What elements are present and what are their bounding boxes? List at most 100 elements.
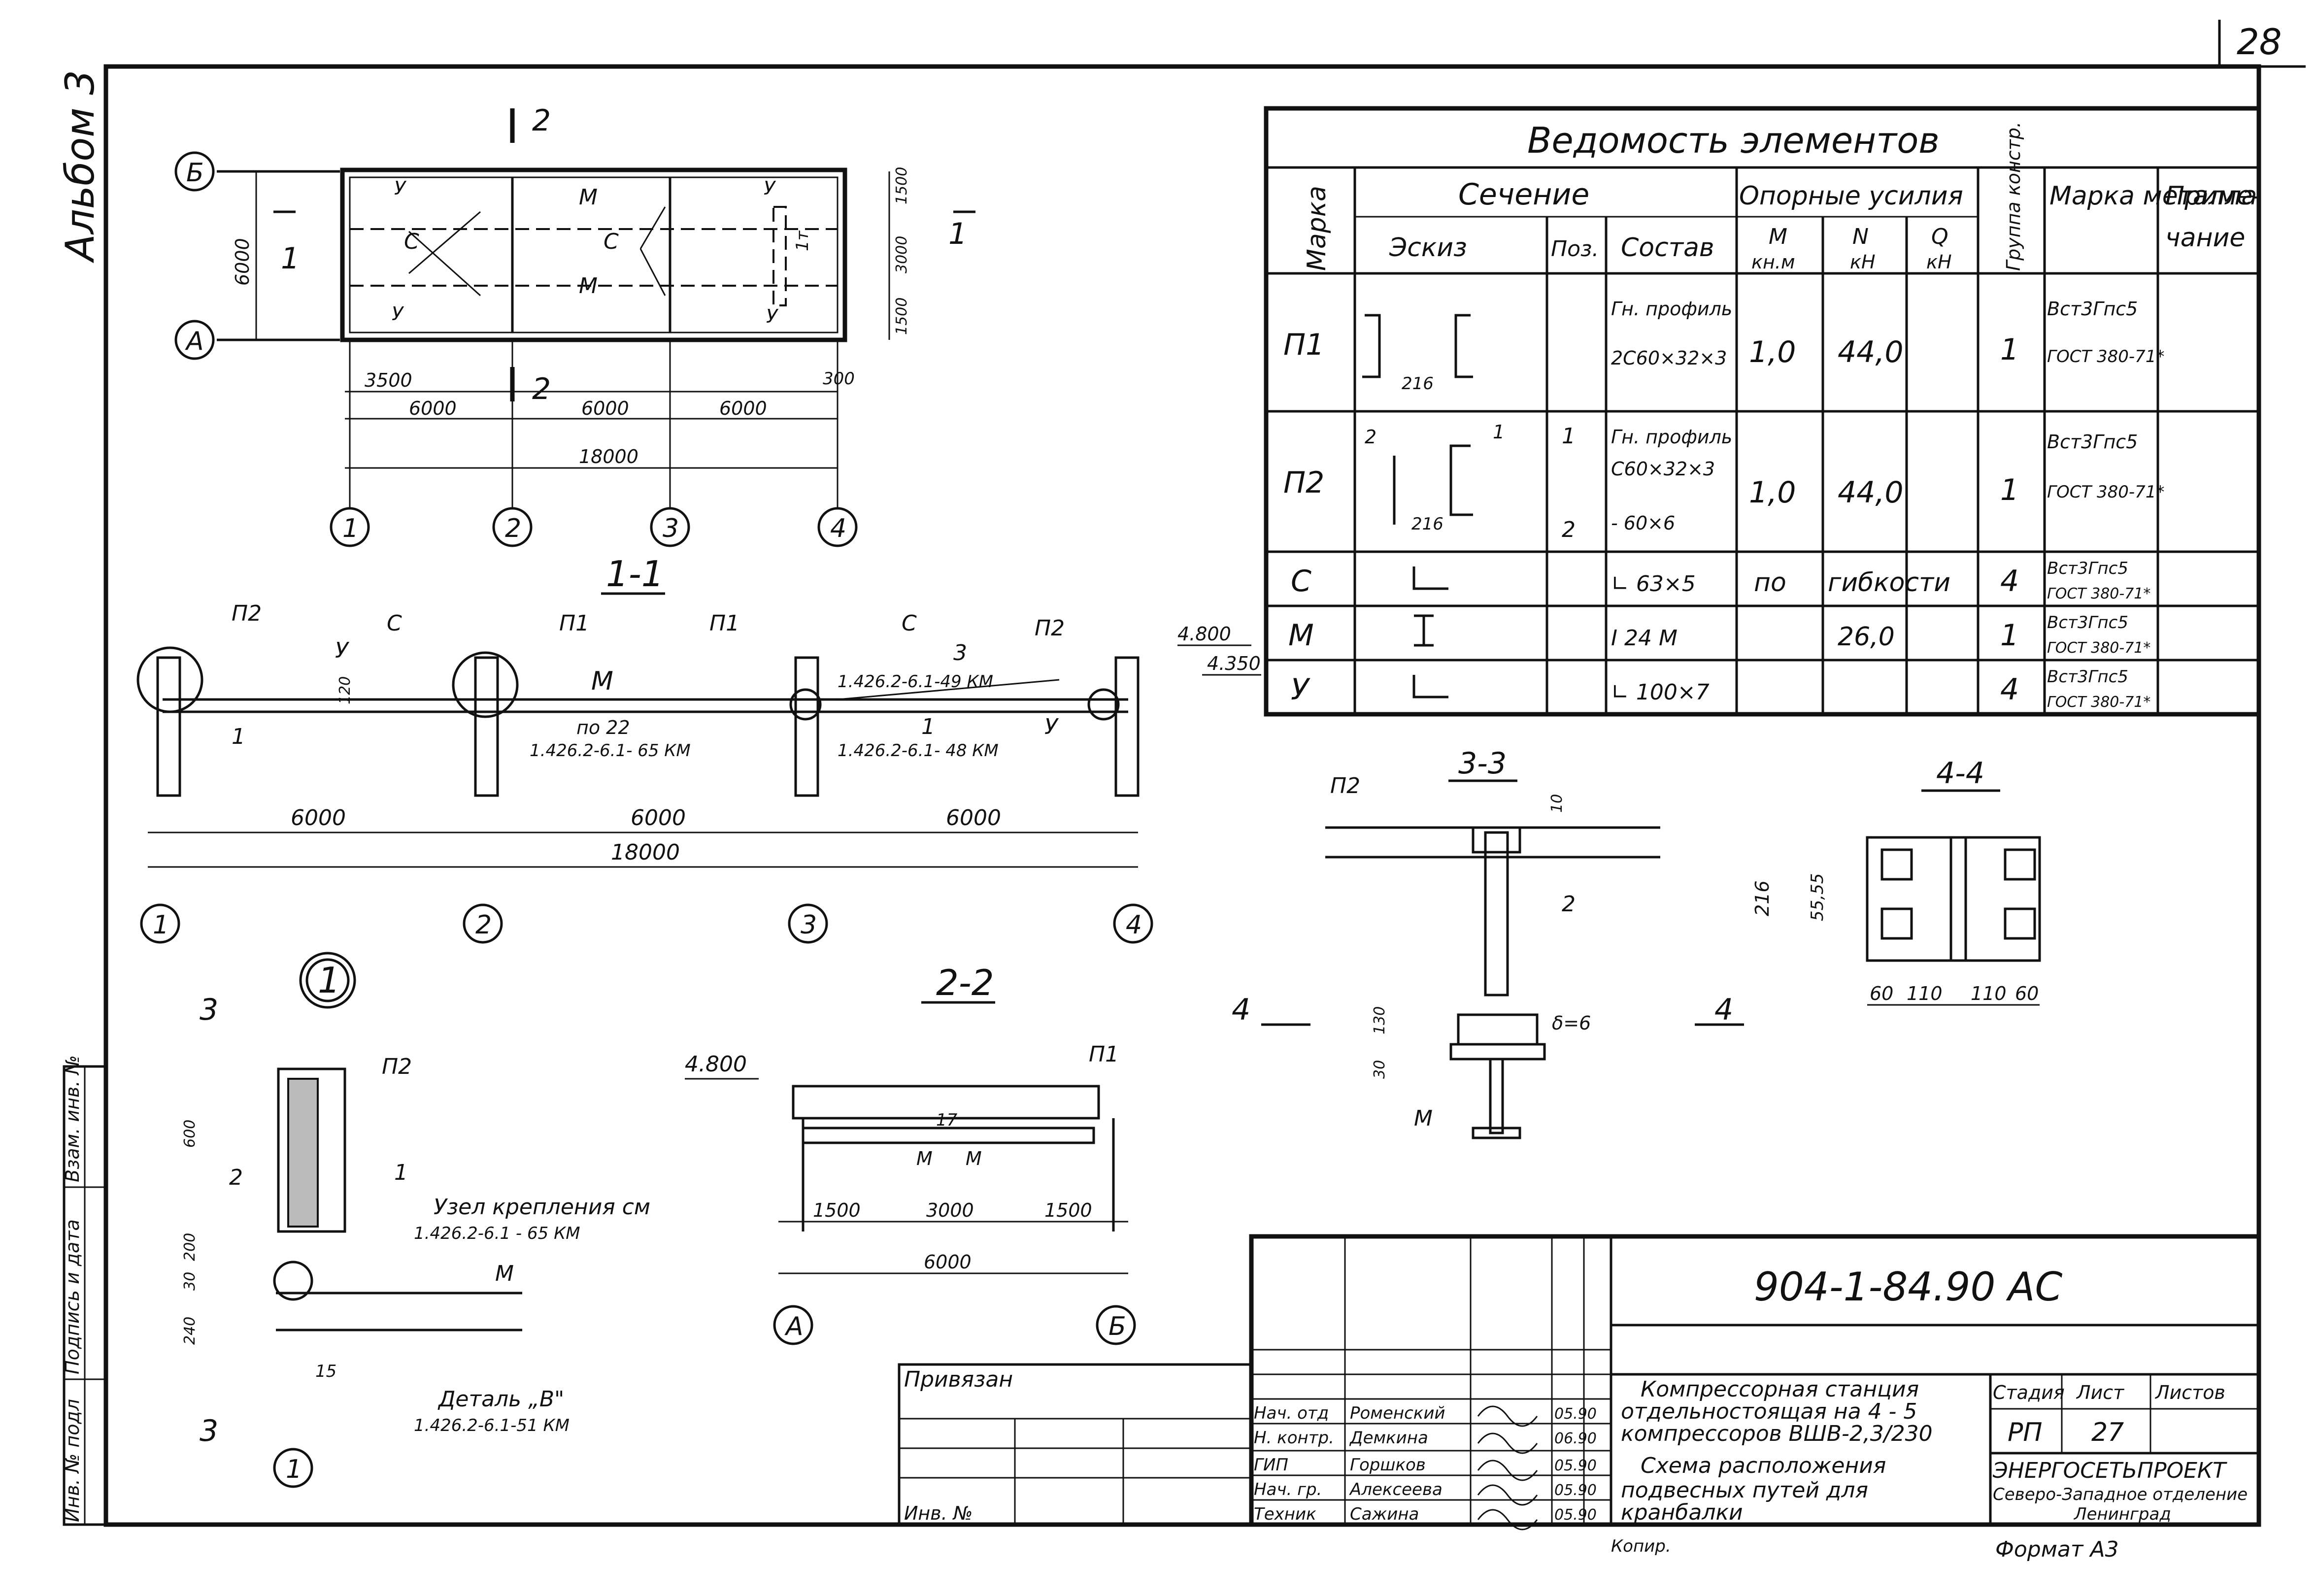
signature-1 (1477, 1405, 1538, 1427)
svg-text:Вст3Гпс5: Вст3Гпс5 (2047, 559, 2128, 578)
svg-text:1: 1 (948, 217, 967, 251)
svg-text:30: 30 (1371, 1060, 1388, 1079)
svg-text:Вст3Гпс5: Вст3Гпс5 (2047, 298, 2138, 320)
svg-text:ГОСТ 380-71*: ГОСТ 380-71* (2047, 694, 2150, 711)
svg-text:120: 120 (336, 676, 354, 704)
svg-text:П2: П2 (232, 601, 262, 626)
svg-text:Марка: Марка (1302, 186, 1332, 271)
svg-text:06.90: 06.90 (1554, 1430, 1597, 1447)
svg-text:Группа констр.: Группа констр. (2003, 122, 2024, 271)
svg-text:1500: 1500 (893, 298, 910, 335)
svg-text:компрессоров ВШВ-2,3/230: компрессоров ВШВ-2,3/230 (1621, 1421, 1933, 1446)
svg-text:Вст3Гпс5: Вст3Гпс5 (2047, 613, 2128, 632)
svg-text:1: 1 (2000, 332, 2019, 367)
svg-text:1500: 1500 (893, 167, 910, 204)
svg-text:∟ 63×5: ∟ 63×5 (1611, 571, 1696, 597)
svg-text:У: У (394, 177, 407, 199)
svg-text:4: 4 (830, 514, 846, 543)
svg-text:05.90: 05.90 (1554, 1482, 1597, 1499)
svg-text:3-3: 3-3 (1458, 746, 1507, 781)
svg-text:Эскиз: Эскиз (1389, 233, 1467, 263)
svg-text:Формат А3: Формат А3 (1995, 1537, 2119, 1562)
svg-text:М: М (1769, 224, 1787, 249)
svg-text:Состав: Состав (1621, 233, 1714, 263)
svg-text:1: 1 (394, 1160, 408, 1185)
svg-text:М: М (495, 1261, 514, 1286)
svg-text:3: 3 (953, 640, 967, 665)
svg-text:2: 2 (1365, 426, 1376, 448)
svg-text:П1: П1 (1089, 1042, 1119, 1067)
svg-text:4: 4 (1126, 910, 1142, 940)
svg-text:4: 4 (2000, 564, 2019, 598)
svg-text:чание: чание (2165, 223, 2245, 253)
svg-text:М: М (579, 185, 598, 210)
svg-text:Б: Б (1108, 1312, 1126, 1341)
section-1-1: 1-1 П2 С П1 П1 С П2 У М 3 1.426.2-6.1-49… (136, 553, 1261, 944)
svg-text:Нач. гр.: Нач. гр. (1254, 1480, 1322, 1499)
svg-text:П2: П2 (382, 1054, 412, 1079)
svg-text:по 22: по 22 (576, 717, 630, 738)
svg-text:Сечение: Сечение (1458, 177, 1589, 212)
svg-text:1.426.2-6.1- 65 КМ: 1.426.2-6.1- 65 КМ (530, 741, 691, 761)
svg-text:3500: 3500 (365, 369, 412, 391)
svg-text:Вст3Гпс5: Вст3Гпс5 (2047, 431, 2138, 453)
svg-text:Марка металла: Марка металла (2049, 181, 2257, 211)
svg-text:30: 30 (181, 1272, 199, 1291)
svg-text:Стадия: Стадия (1993, 1382, 2065, 1403)
svg-text:I 24 М: I 24 М (1611, 626, 1678, 651)
svg-text:Северо-Западное отделение: Северо-Западное отделение (1993, 1485, 2248, 1504)
svg-text:гибкости: гибкости (1828, 568, 1950, 598)
svg-text:2-2: 2-2 (936, 962, 994, 1003)
svg-text:У: У (392, 303, 404, 325)
svg-text:2: 2 (532, 103, 551, 138)
svg-text:1.426.2-6.1- 48 КМ: 1.426.2-6.1- 48 КМ (838, 741, 999, 761)
plan-axis-b: Б (186, 158, 204, 188)
svg-text:Гн. профиль: Гн. профиль (1611, 426, 1732, 448)
svg-text:М: М (966, 1148, 982, 1169)
svg-text:Сажина: Сажина (1350, 1504, 1419, 1524)
svg-text:кН: кН (1850, 251, 1876, 273)
svg-text:4: 4 (2000, 672, 2019, 707)
svg-text:1: 1 (2000, 473, 2019, 507)
signature-2 (1477, 1432, 1538, 1454)
svg-text:6000: 6000 (232, 238, 253, 286)
svg-text:δ=6: δ=6 (1552, 1012, 1591, 1034)
svg-text:С60×32×3: С60×32×3 (1611, 458, 1715, 480)
svg-text:ГОСТ 380-71*: ГОСТ 380-71* (2047, 639, 2150, 657)
svg-text:Нач. отд: Нач. отд (1254, 1403, 1329, 1423)
svg-text:27: 27 (2091, 1418, 2124, 1447)
svg-text:1,0: 1,0 (1749, 335, 1796, 369)
svg-text:Деталь „В": Деталь „В" (437, 1387, 564, 1412)
svg-text:1.426.2-6.1-51 КМ: 1.426.2-6.1-51 КМ (414, 1416, 570, 1435)
svg-text:1: 1 (232, 724, 245, 749)
svg-text:3: 3 (663, 514, 679, 543)
svg-text:1: 1 (921, 714, 935, 739)
svg-text:4.350: 4.350 (1207, 653, 1261, 674)
svg-text:А: А (784, 1312, 804, 1341)
svg-text:П1: П1 (709, 611, 739, 636)
detail-1: 1 3 3 П2 1 2 М 600 200 30 240 15 Узел кр… (181, 952, 650, 1488)
svg-text:С: С (1291, 564, 1311, 598)
svg-text:М: М (591, 666, 613, 696)
elements-schedule: Ведомость элементов Марка Сечение Эскиз … (1264, 106, 2262, 717)
svg-text:Копир.: Копир. (1611, 1536, 1671, 1556)
svg-text:П2: П2 (1035, 616, 1065, 641)
svg-text:2: 2 (1562, 892, 1576, 917)
svg-text:Компрессорная станция: Компрессорная станция (1641, 1377, 1919, 1402)
svg-text:6000: 6000 (924, 1251, 972, 1273)
svg-text:N: N (1852, 224, 1869, 249)
svg-text:Опорные усилия: Опорные усилия (1739, 181, 1963, 211)
svg-text:отдельностоящая на 4 - 5: отдельностоящая на 4 - 5 (1621, 1399, 1917, 1424)
svg-text:05.90: 05.90 (1554, 1457, 1597, 1474)
svg-text:6000: 6000 (631, 805, 686, 831)
document-code: 904-1-84.90 АС (1754, 1264, 2063, 1310)
svg-text:П1: П1 (1283, 328, 1324, 362)
svg-text:6000: 6000 (291, 805, 346, 831)
svg-text:У: У (1044, 714, 1059, 739)
svg-text:1: 1 (342, 514, 359, 543)
svg-text:У: У (766, 305, 779, 327)
svg-text:У: У (764, 177, 776, 199)
svg-text:44,0: 44,0 (1838, 335, 1904, 369)
svg-text:216: 216 (1751, 880, 1773, 916)
